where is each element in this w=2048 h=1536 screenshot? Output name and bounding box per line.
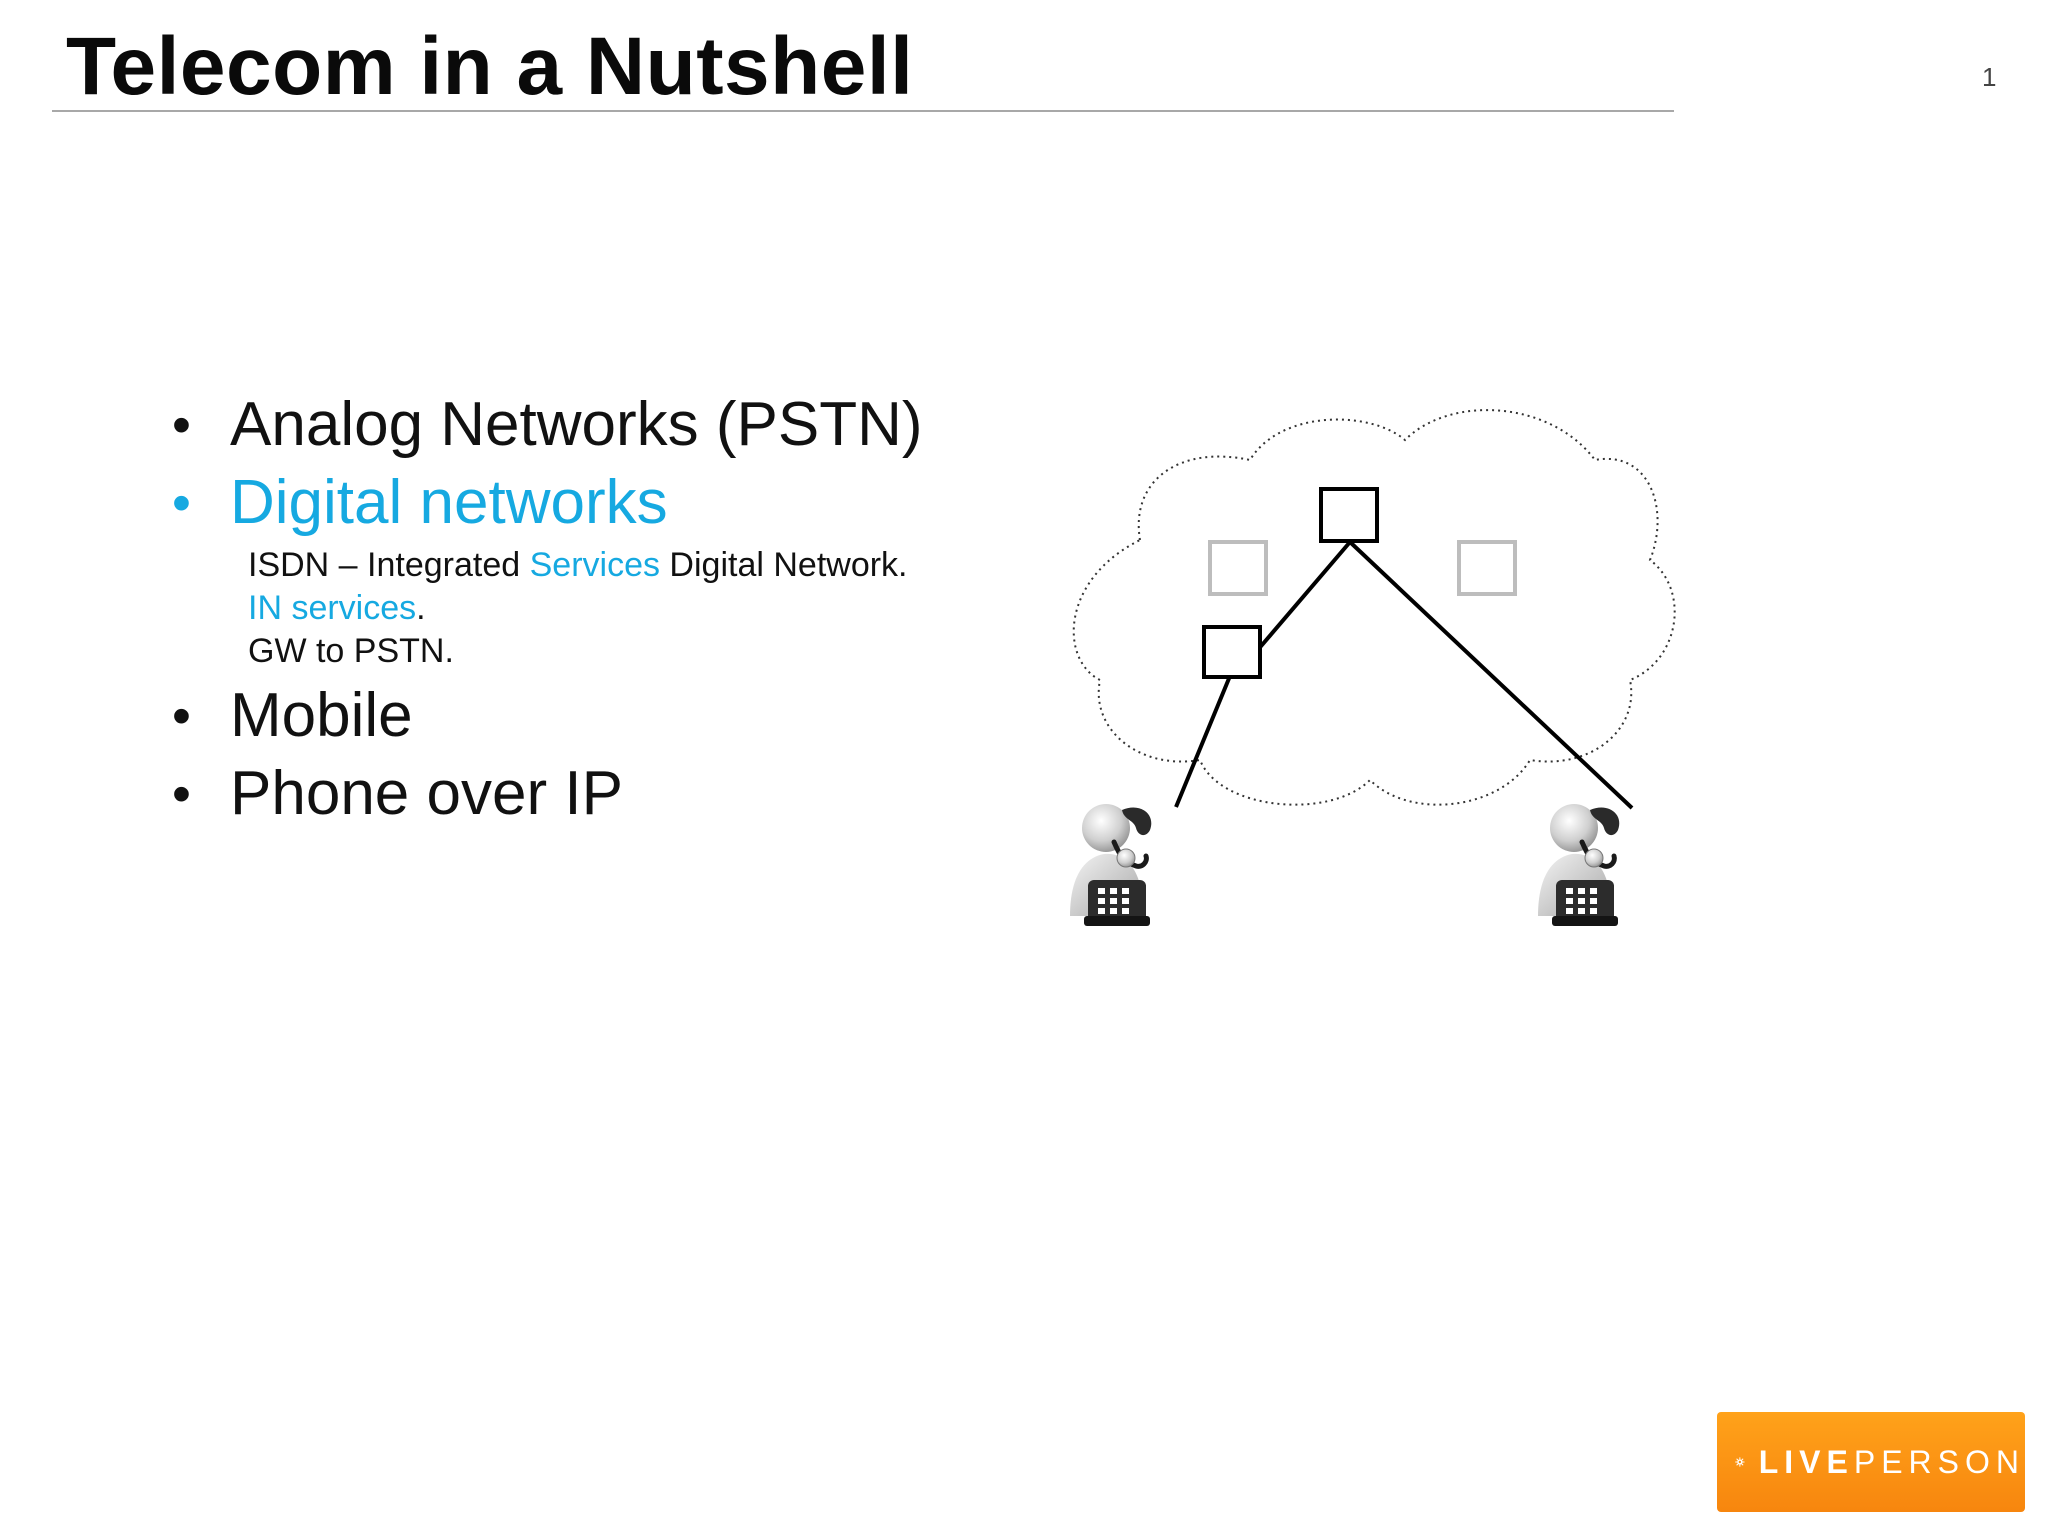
page-number: 1: [1982, 62, 1997, 92]
bullet-dot: •: [172, 473, 191, 533]
network-node-gray: [1457, 540, 1517, 596]
bullet-text: Mobile: [230, 681, 413, 750]
sun-icon: [1735, 1457, 1745, 1467]
sub-item-isdn: ISDN – Integrated Services Digital Netwo…: [248, 544, 1072, 587]
link-line: [1254, 540, 1352, 654]
cloud-outline: [1072, 409, 1676, 806]
bullet-dot: •: [172, 764, 191, 824]
bullet-item-phone-over-ip: • Phone over IP: [172, 755, 1072, 833]
logo-wordmark-light: PERSON: [1853, 1443, 2025, 1480]
bullet-item-analog-networks: • Analog Networks (PSTN): [172, 386, 1072, 464]
bullet-item-digital-networks: • Digital networks: [172, 464, 1072, 542]
network-node: [1319, 487, 1379, 543]
bullet-list: • Analog Networks (PSTN) • Digital netwo…: [172, 386, 1072, 833]
sub-text: ISDN – Integrated: [248, 546, 530, 584]
network-node-gray: [1208, 540, 1268, 596]
slide-title: Telecom in a Nutshell: [66, 21, 914, 112]
link-line: [1174, 675, 1232, 808]
logo-wordmark-bold: LIVE: [1758, 1443, 1854, 1480]
link-line: [1348, 540, 1634, 810]
sub-list: ISDN – Integrated Services Digital Netwo…: [172, 544, 1072, 673]
network-node: [1202, 625, 1262, 679]
logo-wordmark: LIVEPERSON: [1759, 1444, 2025, 1481]
sub-highlight: IN services: [248, 589, 417, 627]
bullet-dot: •: [172, 686, 191, 746]
bullet-item-mobile: • Mobile: [172, 677, 1072, 755]
bullet-text: Phone over IP: [230, 759, 623, 828]
bullet-text: Analog Networks (PSTN): [230, 390, 923, 459]
sub-item-in-services: IN services.: [248, 587, 1072, 630]
sub-text: Digital Network.: [659, 546, 908, 584]
liveperson-logo: LIVEPERSON: [1717, 1412, 2025, 1512]
bullet-dot: •: [172, 395, 191, 455]
sub-highlight: Services: [529, 546, 660, 584]
sub-text: .: [416, 589, 426, 627]
title-divider: [52, 110, 1674, 112]
bullet-text: Digital networks: [230, 468, 668, 537]
person-on-phone-icon: [1070, 804, 1151, 926]
network-diagram: [1050, 409, 1676, 950]
sub-item-gateway: GW to PSTN.: [248, 632, 454, 670]
person-on-phone-icon: [1538, 804, 1619, 926]
